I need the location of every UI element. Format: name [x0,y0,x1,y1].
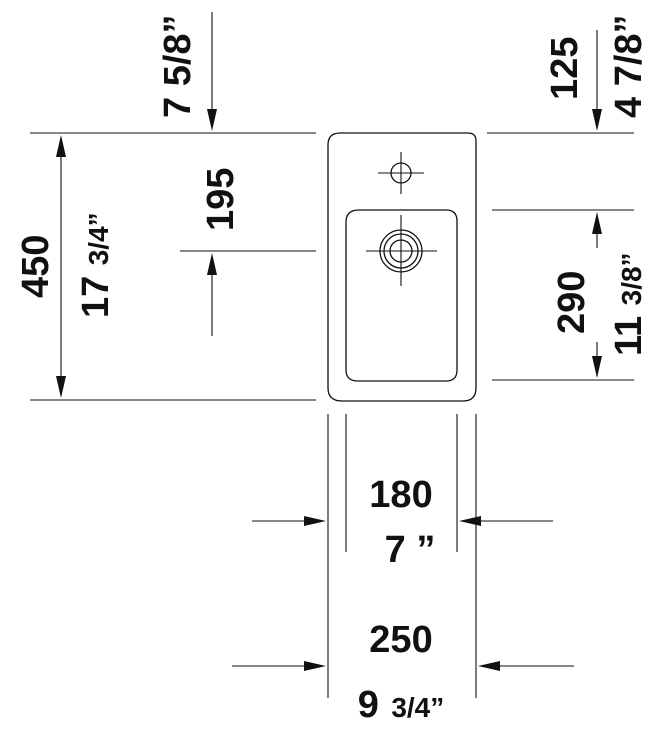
total-width-arrows [232,661,574,671]
tap-offset-arrow [207,253,217,336]
extension-lines [30,132,634,698]
label-bowl-depth-mm-group: 290 [551,271,593,334]
label-top-left-inch: 7 5/8” [157,14,199,118]
basin-body [327,132,477,402]
label-total-width-inch: 9 3/4” [358,684,445,726]
label-bowl-depth-inch: 11 3/8” [608,252,650,356]
label-top-left-group: 7 5/8” [157,14,199,118]
basin-bowl [345,209,458,382]
label-bowl-width-mm: 180 [369,474,432,516]
height-dimension [56,135,66,398]
label-tap-offset-group: 195 [200,168,242,231]
label-height-inch: 17 3/4” [75,212,117,318]
label-top-right-mm: 125 [544,37,586,100]
bowl-width-arrows [252,516,553,526]
bowl-depth-dimension [592,212,602,378]
label-height-mm: 450 [15,235,57,298]
label-top-right-inch: 4 7/8” [608,14,650,118]
tap-hole-symbol [378,152,424,194]
label-top-right-inch-group: 4 7/8” [608,14,650,118]
label-height-mm-group: 450 [15,235,57,298]
label-bowl-width-inch: 7 ” [385,529,436,571]
label-bowl-depth-mm: 290 [551,271,593,334]
drain-symbol [366,215,437,286]
label-total-width-mm: 250 [369,619,432,661]
label-tap-offset-mm: 195 [200,168,242,231]
top-left-arrow [207,12,217,131]
basin-outline [327,132,477,402]
label-height-inch-group: 17 3/4” [75,212,117,318]
label-top-right-mm-group: 125 [544,37,586,100]
top-right-arrow [592,30,602,131]
label-bowl-depth-inch-group: 11 3/8” [608,252,650,356]
